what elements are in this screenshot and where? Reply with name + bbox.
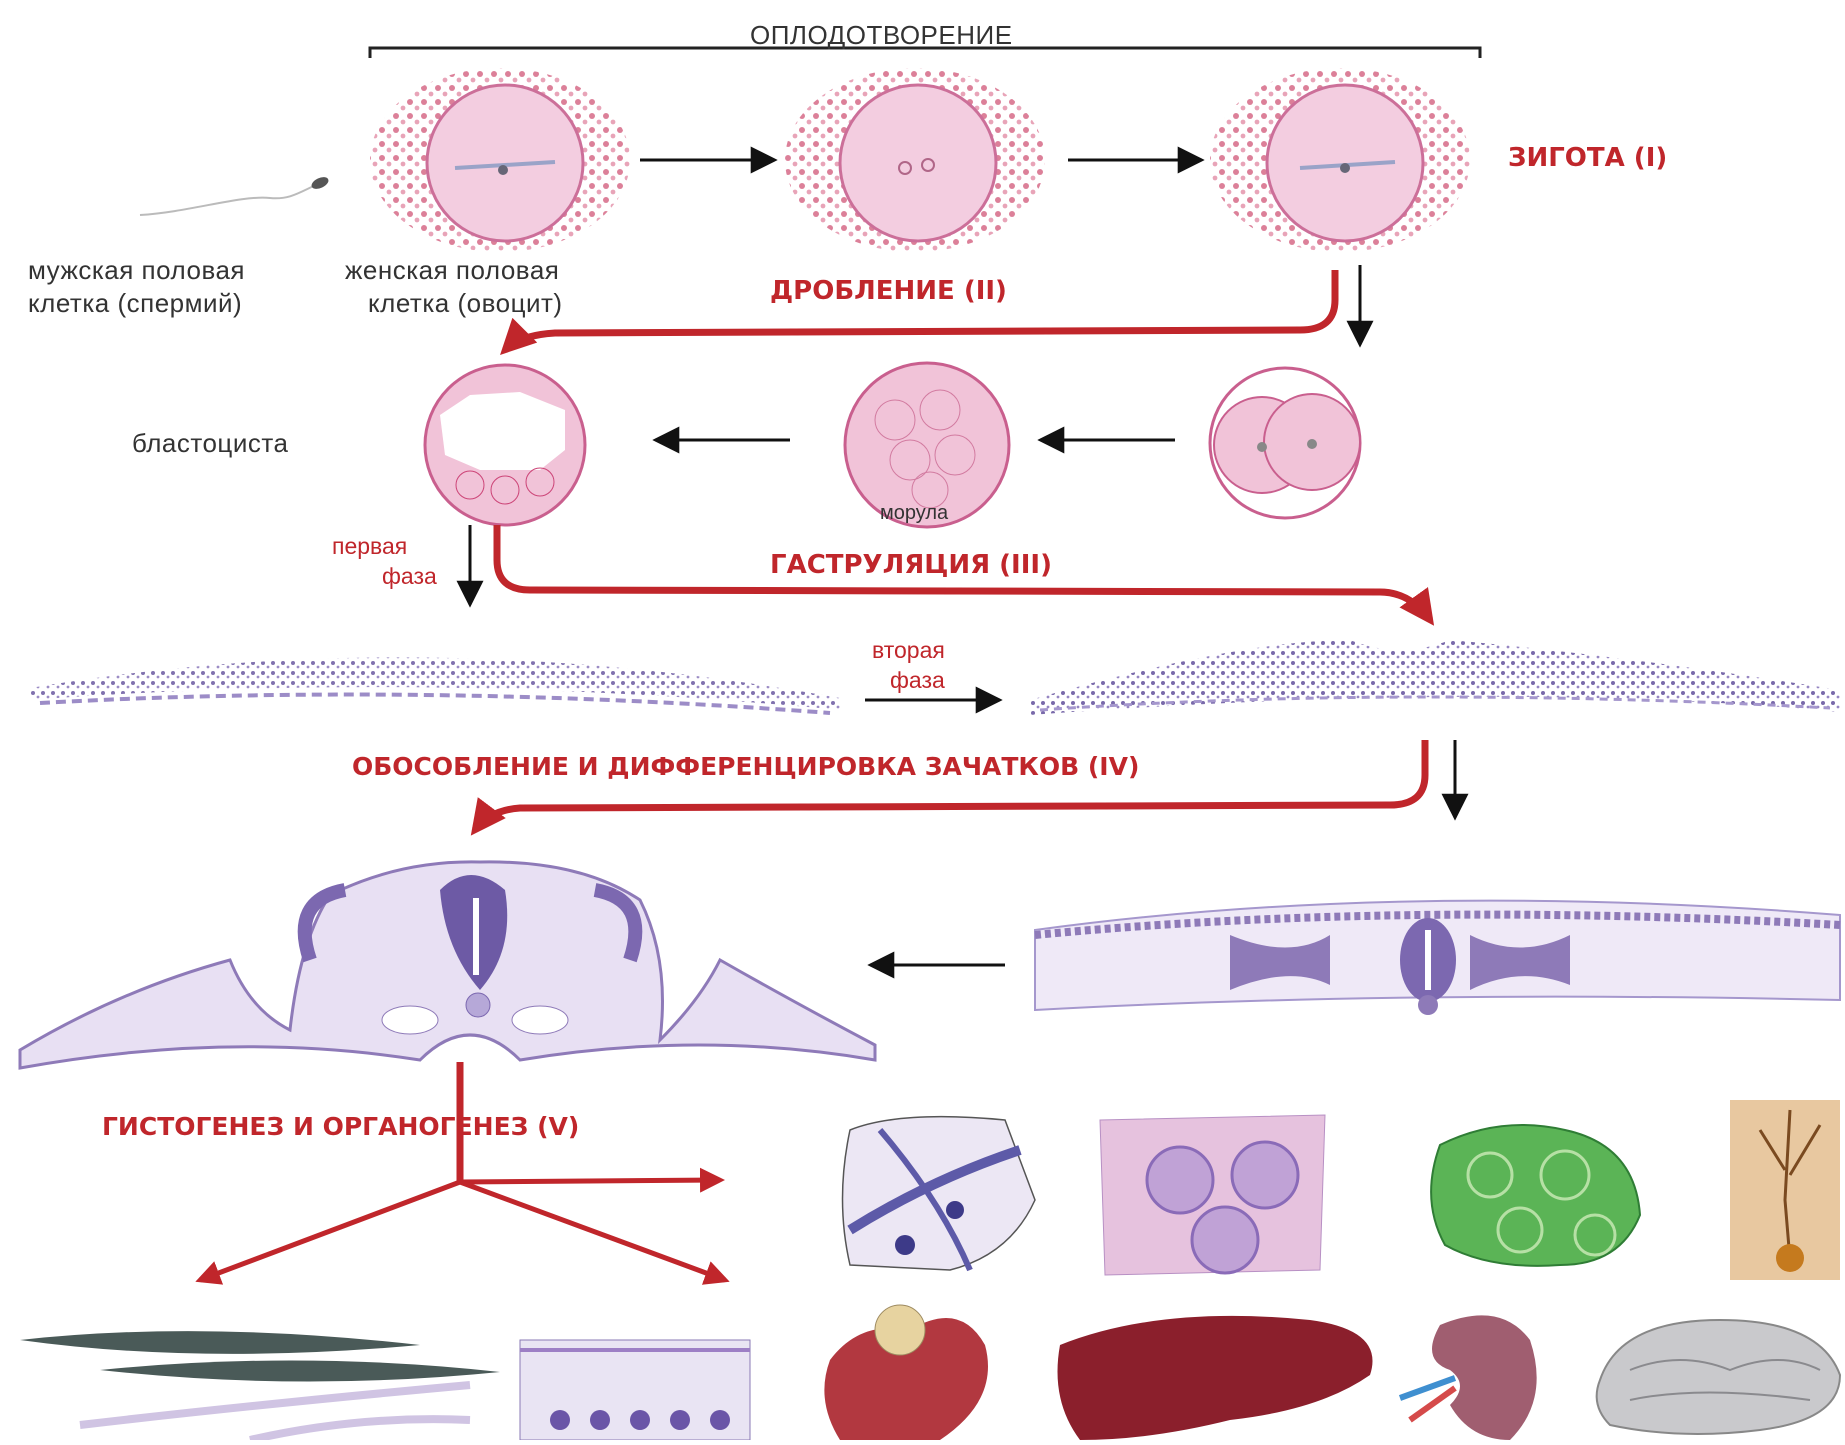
fertilization-label: ОПЛОДОТВОРЕНИЕ xyxy=(750,20,1013,51)
second-phase-label-line2: фаза xyxy=(890,667,945,694)
bilaminar-disc-image xyxy=(30,657,840,713)
two-cell-stage-image xyxy=(1210,368,1360,518)
blastocyst-label: бластоциста xyxy=(132,428,288,459)
blastocyst-image xyxy=(425,365,585,525)
neural-tube-stage-image xyxy=(1035,901,1840,1015)
oocyte-label-line2: клетка (овоцит) xyxy=(368,288,563,319)
stage-cleavage-label: ДРОБЛЕНИЕ (II) xyxy=(770,276,1007,306)
zygote-image xyxy=(1210,68,1470,252)
epithelial-tissue-image xyxy=(520,1340,750,1440)
sperm-label-line1: мужская половая xyxy=(28,255,245,286)
stage-differentiation-label: ОБОСОБЛЕНИЕ И ДИФФЕРЕНЦИРОВКА ЗАЧАТКОВ (… xyxy=(352,752,1139,781)
morula-label: морула xyxy=(880,502,948,525)
liver-image xyxy=(1058,1316,1373,1440)
nervous-tissue-image xyxy=(1730,1100,1840,1280)
first-phase-label-line1: первая xyxy=(332,533,407,560)
bone-tissue-image xyxy=(1431,1125,1640,1266)
stage-zygote-label: ЗИГОТА (I) xyxy=(1508,143,1667,173)
brain-image xyxy=(1597,1320,1840,1434)
oocyte-label-line1: женская половая xyxy=(345,255,559,286)
stage-histogenesis-label: ГИСТОГЕНЕЗ И ОРГАНОГЕНЕЗ (V) xyxy=(102,1112,579,1141)
stage-gastrulation-label: ГАСТРУЛЯЦИЯ (III) xyxy=(770,550,1052,580)
oocyte-image xyxy=(370,68,630,252)
sperm-label-line2: клетка (спермий) xyxy=(28,288,242,319)
trilaminar-disc-image xyxy=(1030,640,1840,715)
embryo-cross-section-image xyxy=(20,862,875,1068)
heart-image xyxy=(824,1305,988,1440)
sperm-cell-image xyxy=(140,175,330,215)
histogenesis-red-arrows xyxy=(200,1062,725,1280)
second-phase-label-line1: вторая xyxy=(872,637,945,664)
pronuclei-stage-image xyxy=(785,68,1045,252)
connective-tissue-image xyxy=(843,1117,1036,1270)
kidney-image xyxy=(1400,1315,1537,1440)
cartilage-tissue-image xyxy=(1100,1115,1325,1275)
smooth-muscle-image xyxy=(20,1331,500,1440)
first-phase-label-line2: фаза xyxy=(382,563,437,590)
